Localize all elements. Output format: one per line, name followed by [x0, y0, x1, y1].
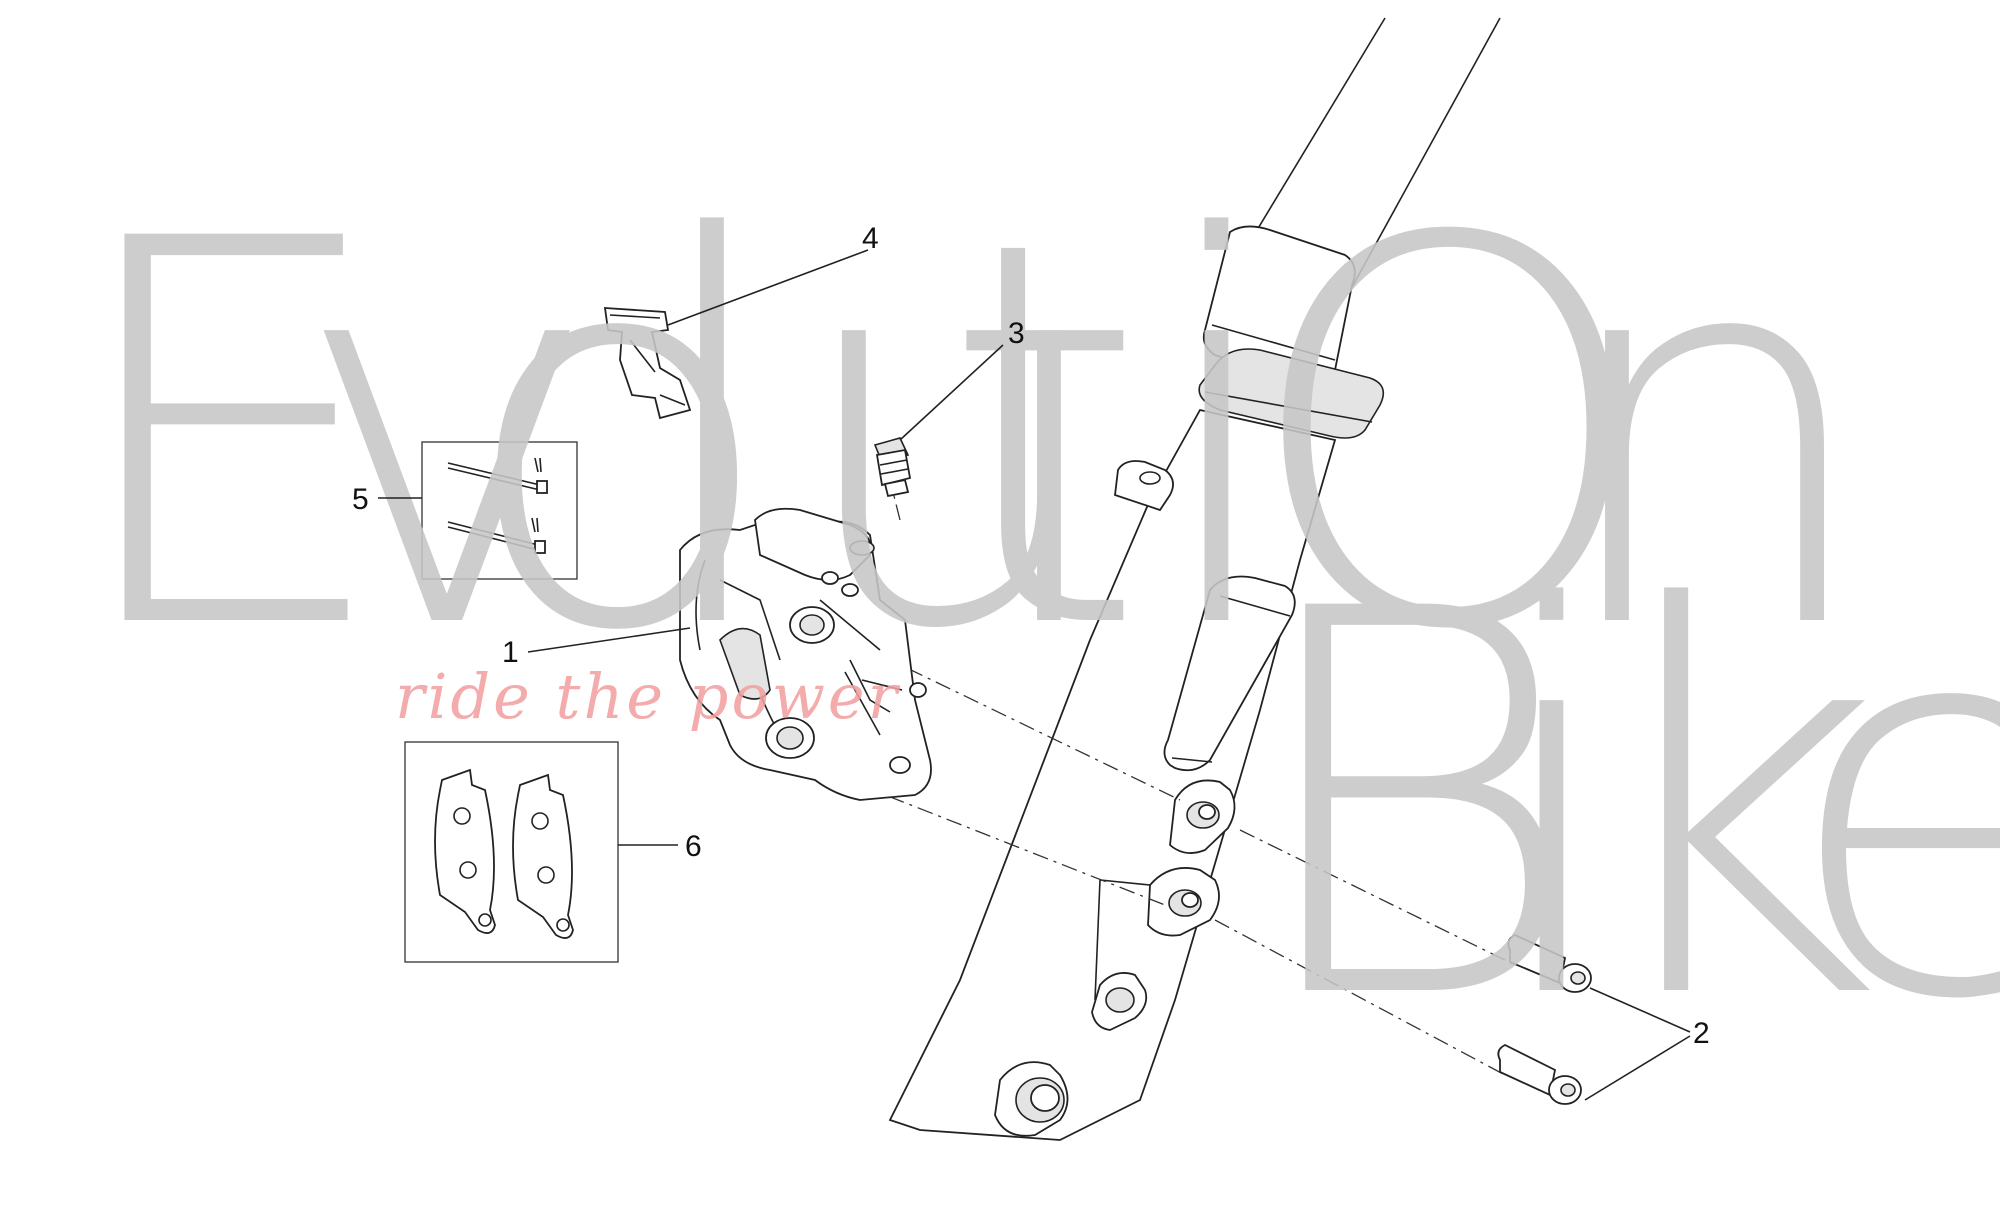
watermark-letter: u [785, 128, 1121, 745]
watermark-letter: o [455, 128, 779, 745]
watermark-letter: n [1545, 128, 1881, 745]
watermark-letter: e [1780, 498, 2000, 1115]
callout-number: 5 [352, 483, 369, 516]
callout-number: 2 [1693, 1017, 1710, 1050]
caliper-screws [1497, 934, 1592, 1105]
watermark-letter: t [940, 128, 1148, 745]
callout-1: 1 [502, 627, 691, 669]
callout-4: 4 [667, 222, 879, 326]
watermark-letter: l [640, 128, 787, 745]
callout-3: 3 [899, 317, 1025, 441]
brake-caliper [679, 507, 932, 801]
brake-pads-kit [404, 741, 619, 963]
watermark-letter: O [1240, 128, 1657, 745]
callout-number: 6 [685, 830, 702, 863]
callout-5: 5 [352, 483, 422, 516]
watermark-letter: E [60, 128, 395, 745]
callout-number: 3 [1008, 317, 1025, 350]
callout-6: 6 [618, 830, 702, 863]
callout-2: 2 [1584, 987, 1710, 1101]
callout-number: 4 [862, 222, 879, 255]
callout-number: 1 [502, 636, 519, 669]
watermark-letter: i [1480, 498, 1627, 1115]
bleed-valve [873, 437, 912, 498]
watermark-letter: v [290, 128, 604, 745]
pad-spring-plate [603, 307, 692, 420]
watermark-letter: B [1240, 498, 1587, 1115]
pad-pins-kit [421, 441, 578, 580]
watermark: E v o l u t i O n B i k e ride the power [60, 128, 2000, 1115]
fork-leg [888, 17, 1501, 1141]
watermark-letter: i [1145, 128, 1292, 745]
watermark-tagline: ride the power [395, 660, 901, 733]
watermark-letter: k [1580, 498, 1887, 1115]
